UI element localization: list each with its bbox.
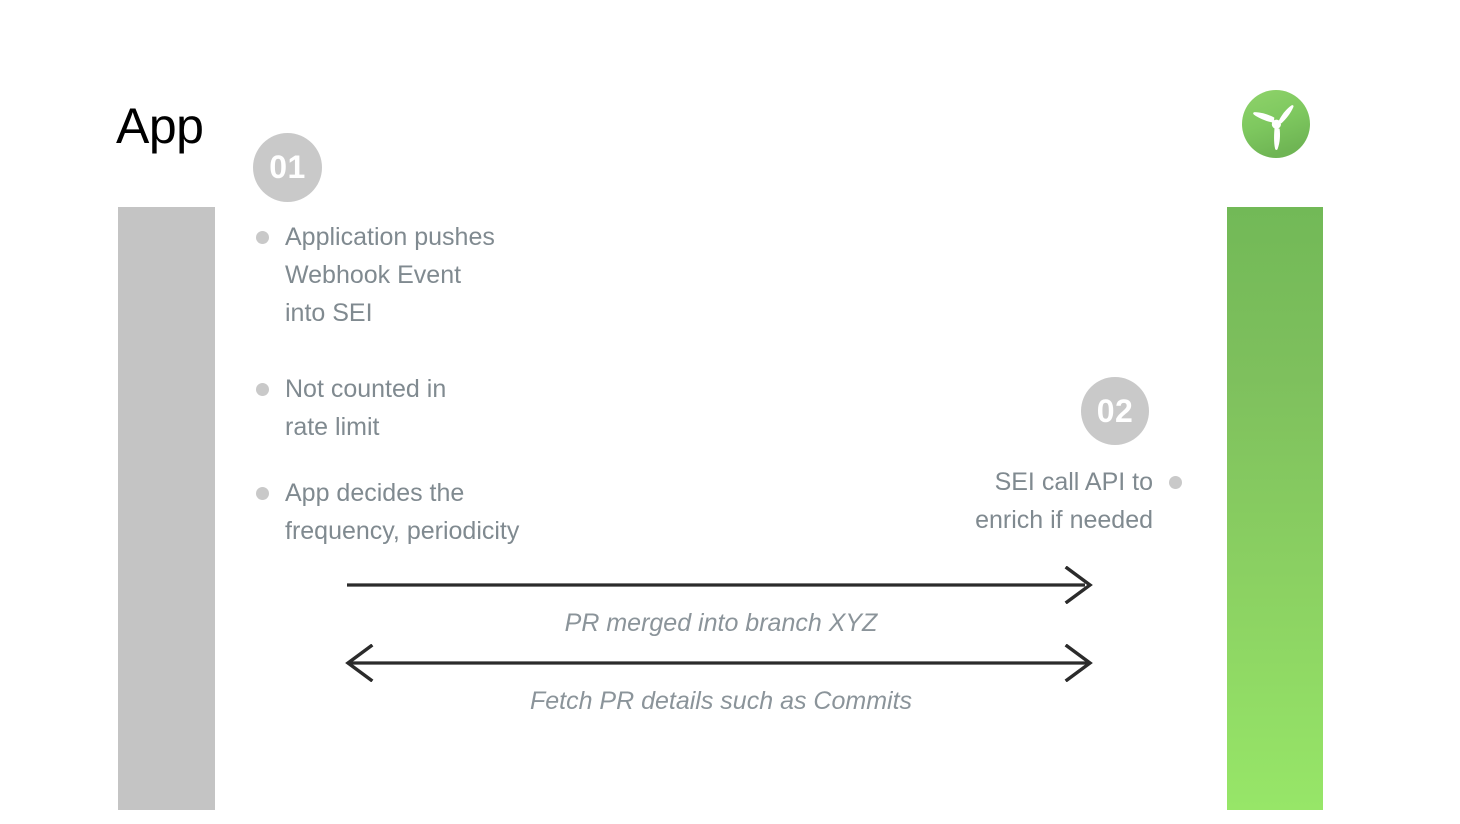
- bullet-text: Not counted in rate limit: [285, 375, 447, 441]
- message-label-1: PR merged into branch XYZ: [564, 609, 878, 637]
- list-item: App decides the frequency, periodicity: [256, 474, 676, 550]
- bullet-text: SEI call API to enrich if needed: [975, 468, 1153, 534]
- bullet-dot-icon: [256, 231, 269, 244]
- arrow-right-icon: [347, 566, 1093, 604]
- lane-bar-sei: [1227, 207, 1323, 810]
- bullet-text: App decides the frequency, periodicity: [285, 479, 520, 545]
- step-badge-02: 02: [1081, 377, 1149, 445]
- bullet-dot-icon: [1169, 476, 1182, 489]
- list-item: SEI call API to enrich if needed: [760, 463, 1182, 539]
- list-item: Application pushes Webhook Event into SE…: [256, 218, 676, 332]
- propeller-logo-icon: [1240, 88, 1312, 160]
- bullet-list-sei: SEI call API to enrich if needed: [760, 463, 1182, 539]
- bullet-text: Application pushes Webhook Event into SE…: [285, 223, 495, 327]
- message-arrow-1: PR merged into branch XYZ: [345, 566, 1097, 640]
- bullet-dot-icon: [256, 383, 269, 396]
- message-label-2: Fetch PR details such as Commits: [529, 687, 913, 715]
- page-title: App: [116, 98, 204, 154]
- bullet-list-app: Application pushes Webhook Event into SE…: [256, 218, 676, 550]
- bullet-dot-icon: [256, 487, 269, 500]
- step-badge-01: 01: [253, 133, 322, 202]
- lane-bar-app: [118, 207, 215, 810]
- message-arrow-2: Fetch PR details such as Commits: [345, 644, 1097, 718]
- list-item: Not counted in rate limit: [256, 370, 676, 446]
- arrow-bidirectional-icon: [345, 644, 1093, 682]
